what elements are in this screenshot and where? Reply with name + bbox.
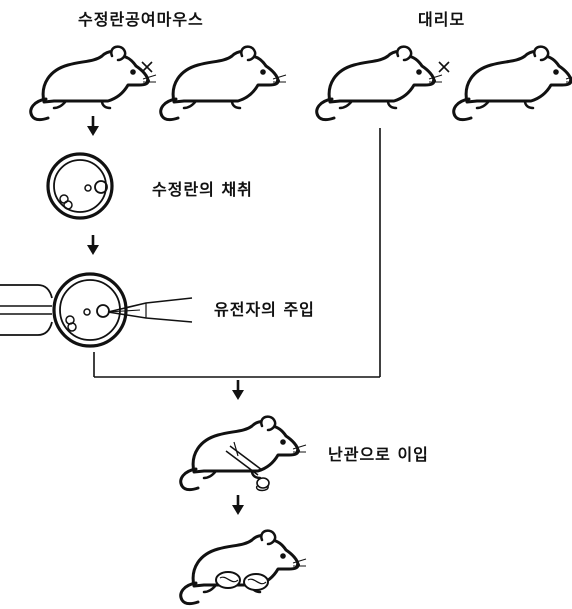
pregnant-mouse-icon [179, 529, 308, 606]
arrow-down-icon [230, 378, 246, 402]
arrow-down-icon [85, 114, 101, 138]
surrogate-female-mouse-icon [452, 45, 572, 122]
cross-sign-left [141, 61, 153, 73]
arrow-down-icon [85, 233, 101, 257]
oviduct-transfer-label: 난관으로 이입 [328, 445, 429, 464]
holding-pipette-icon [0, 284, 53, 336]
connector-lines [93, 128, 381, 378]
collect-eggs-label: 수정란의 채취 [152, 180, 253, 199]
surrogate-male-mouse-icon [315, 45, 444, 122]
donor-mice-label: 수정란공여마우스 [78, 10, 204, 29]
surrogate-mother-label: 대리모 [418, 10, 466, 29]
injection-needle-icon [107, 297, 193, 323]
arrow-down-icon [230, 493, 246, 517]
transfer-pipette-icon [225, 441, 270, 492]
donor-male-mouse-icon [29, 45, 158, 122]
donor-female-mouse-icon [159, 45, 288, 122]
gene-injection-label: 유전자의 주입 [214, 300, 315, 319]
offspring-icon [215, 571, 269, 591]
cross-sign-right [438, 61, 450, 73]
recipient-mouse-icon [179, 415, 308, 492]
egg-cell-icon [46, 152, 114, 220]
